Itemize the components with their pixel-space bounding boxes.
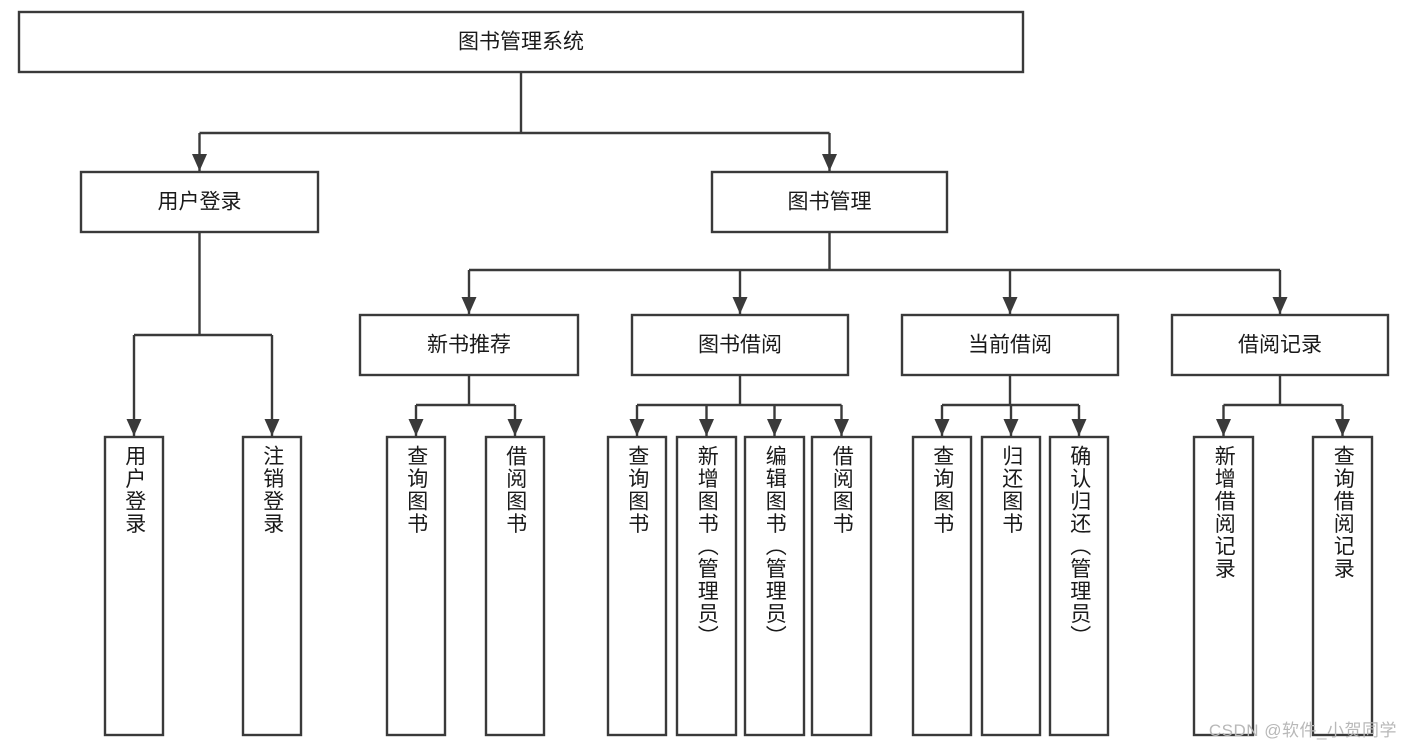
node-level1-0[interactable] <box>79 170 320 234</box>
arrow-head-icon <box>126 419 142 436</box>
arrow-head-icon <box>1272 297 1288 314</box>
arrow-head-icon <box>934 419 950 436</box>
node-leaf-12[interactable] <box>1311 435 1374 737</box>
node-level2-label-3: 借阅记录 <box>1238 334 1322 357</box>
node-level1-label-1: 图书管理 <box>788 191 872 214</box>
node-level2-2[interactable] <box>900 313 1120 377</box>
arrow-head-icon <box>1335 419 1350 436</box>
node-leaf-8[interactable] <box>911 435 973 737</box>
arrow-head-icon <box>629 419 645 436</box>
node-level2-1[interactable] <box>630 313 850 377</box>
node-leaf-6[interactable] <box>743 435 806 737</box>
node-leaf-9[interactable] <box>980 435 1042 737</box>
node-level2-label-0: 新书推荐 <box>427 334 511 357</box>
node-level1-label-0: 用户登录 <box>158 191 242 214</box>
node-leaf-1[interactable] <box>241 435 303 737</box>
csdn-watermark: CSDN @软件_小贺同学 <box>1208 721 1397 740</box>
arrow-head-icon <box>699 419 714 436</box>
node-level1-1[interactable] <box>710 170 949 234</box>
connectors-layer <box>126 72 1350 436</box>
arrow-head-icon <box>264 419 280 436</box>
node-level2-label-2: 当前借阅 <box>968 334 1052 357</box>
node-root[interactable] <box>17 10 1025 74</box>
arrow-head-icon <box>408 419 424 436</box>
node-leaf-0[interactable] <box>103 435 165 737</box>
arrow-head-icon <box>461 297 477 314</box>
node-level2-0[interactable] <box>358 313 580 377</box>
arrow-head-icon <box>767 419 782 436</box>
arrow-head-icon <box>192 154 207 171</box>
arrow-head-icon <box>822 154 837 171</box>
node-level2-label-1: 图书借阅 <box>698 334 782 357</box>
node-root-label: 图书管理系统 <box>458 31 584 54</box>
node-leaf-11[interactable] <box>1192 435 1255 737</box>
node-leaf-5[interactable] <box>675 435 738 737</box>
node-leaf-4[interactable] <box>606 435 668 737</box>
node-leaf-7[interactable] <box>810 435 873 737</box>
arrow-head-icon <box>1002 297 1018 314</box>
arrow-head-icon <box>1216 419 1231 436</box>
arrow-head-icon <box>732 297 748 314</box>
arrow-head-icon <box>1003 419 1019 436</box>
node-leaf-3[interactable] <box>484 435 546 737</box>
arrow-head-icon <box>1071 419 1087 436</box>
boxes-layer <box>17 10 1390 737</box>
arrow-head-icon <box>834 419 849 436</box>
arrow-head-icon <box>507 419 523 436</box>
node-level2-3[interactable] <box>1170 313 1390 377</box>
node-leaf-2[interactable] <box>385 435 447 737</box>
node-leaf-10[interactable] <box>1048 435 1110 737</box>
